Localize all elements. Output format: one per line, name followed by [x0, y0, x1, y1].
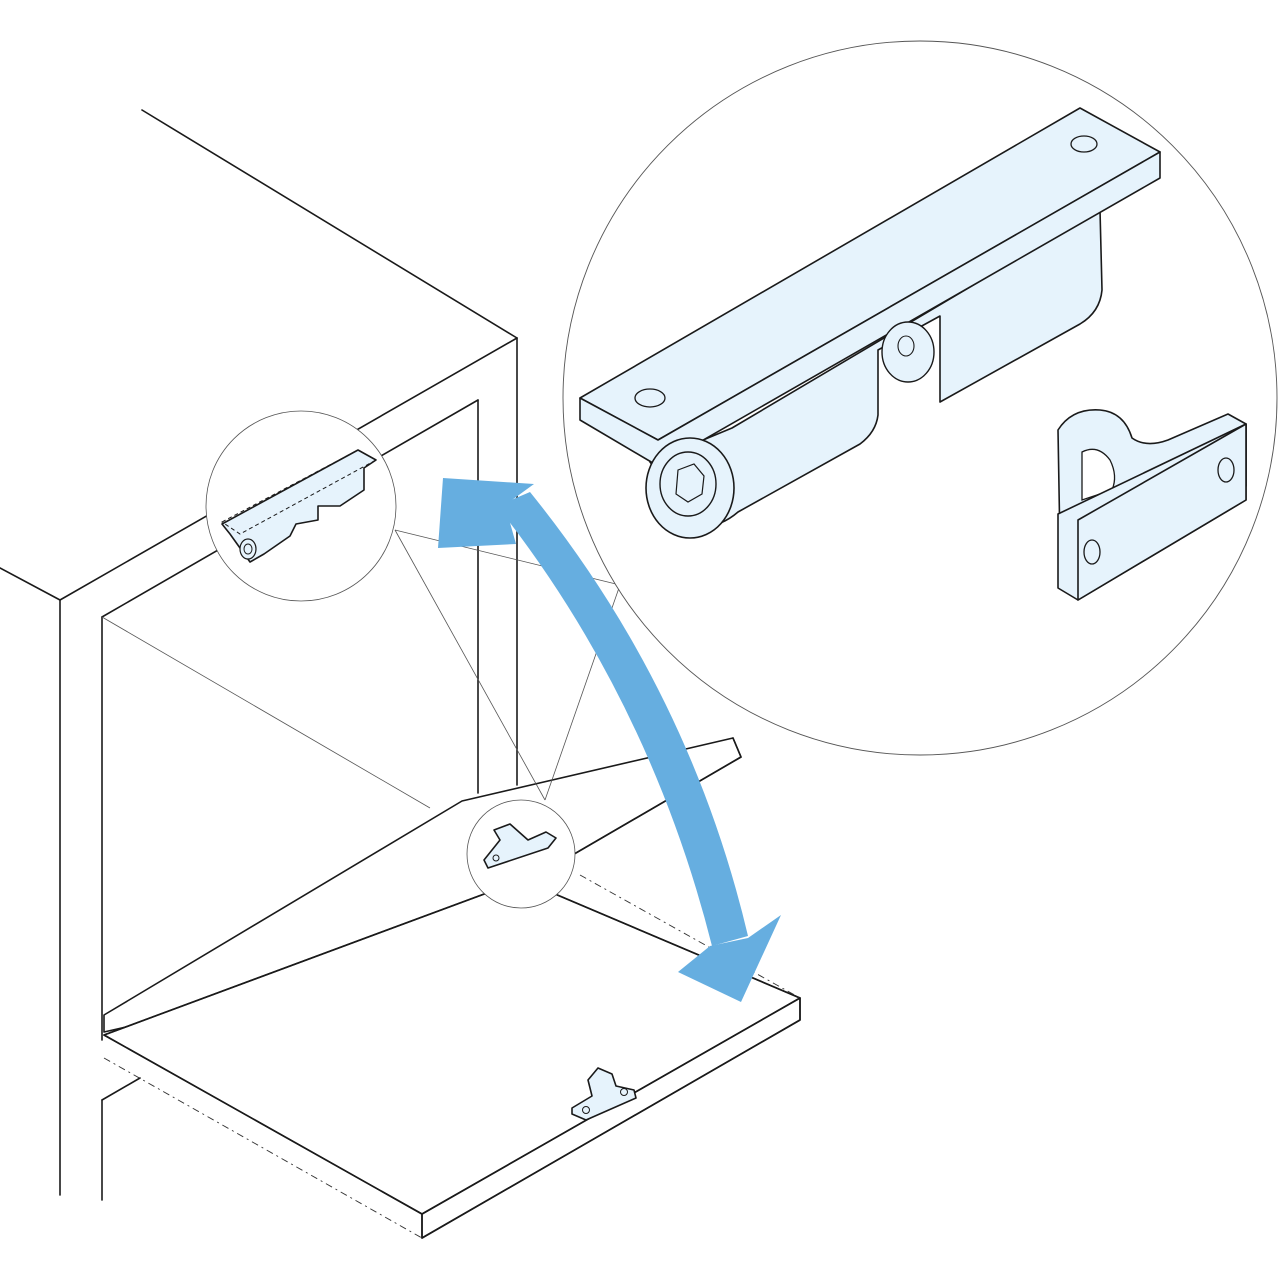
strike-plate-small-body: [483, 823, 557, 869]
strike-plate-door-screw-right: [620, 1088, 628, 1096]
flap-door-lowered-hidden-edge: [103, 1057, 423, 1239]
arrow-head-bottom: [678, 915, 781, 1002]
roller-catch-detail: [579, 107, 1161, 539]
strike-plate-screw-hole-left: [1083, 539, 1101, 565]
roller-catch-plate-thickness: [579, 151, 1161, 467]
arrow-band: [497, 492, 748, 946]
roller-catch-small: [221, 449, 378, 563]
roller-catch-small-roller-inner: [243, 543, 253, 555]
leader-line-arc: [394, 529, 546, 801]
cabinet-top-edge: [141, 109, 518, 339]
hex-socket-icon: [675, 463, 705, 503]
strike-plate-door: [571, 1067, 637, 1121]
roller-catch-roller-hub: [659, 451, 717, 517]
arrow-head-top: [438, 478, 534, 548]
roller-catch-roller-rear: [881, 321, 935, 383]
cabinet-side-top-edge: [0, 567, 61, 601]
double-headed-curved-arrow-icon: [438, 478, 781, 1002]
cabinet-lower-shelf-edge: [101, 1077, 141, 1101]
flap-door-lowered-front-face: [421, 997, 801, 1239]
alignment-line-catch: [579, 874, 801, 999]
roller-catch-roller-rear-hub: [897, 335, 915, 357]
strike-plate-screw-hole-right: [1217, 457, 1235, 483]
strike-plate-door-screw-left: [582, 1106, 590, 1114]
roller-catch-screw-hole-right: [1070, 135, 1098, 153]
roller-catch-small-plate-dashed: [221, 449, 378, 535]
roller-catch-screw-hole-left: [634, 388, 666, 408]
strike-plate-small-hole: [492, 854, 500, 862]
cabinet-interior-line: [101, 616, 431, 809]
roller-catch-small-roller: [239, 538, 257, 560]
strike-plate-detail: [1057, 409, 1247, 601]
strike-plate-hook-inner: [1081, 448, 1116, 501]
flap-door-lowered: [103, 879, 801, 1239]
flap-door-lowered-panel: [103, 879, 801, 1239]
strike-plate-front-face: [1077, 423, 1247, 601]
strike-plate-small: [483, 823, 557, 869]
